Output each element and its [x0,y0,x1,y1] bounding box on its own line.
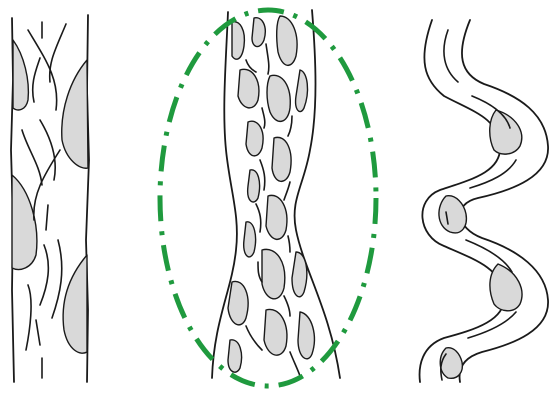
meander-point-bar-4 [440,348,462,379]
point-bar-1 [13,40,28,110]
meander-left-bank [420,20,505,382]
panel-braided-channel [160,10,376,386]
braided-left-bank [212,12,237,378]
braid-bar-10 [266,195,287,239]
panel-straight-channel [11,15,89,382]
meander-point-bar-2 [439,196,466,233]
braid-bar-17 [228,340,242,372]
braid-bar-11 [244,222,256,257]
meander-right-bank [460,20,549,382]
braid-bar-12 [262,249,285,298]
channel-line-b [22,24,66,350]
braid-bar-2 [252,18,265,47]
point-bar-2 [62,60,88,168]
braid-bar-6 [296,70,308,112]
braid-bar-1 [232,22,244,59]
braid-bar-13 [292,252,307,297]
channel-line-a [28,30,62,318]
point-bar-3 [12,175,37,269]
braid-bar-14 [228,281,248,324]
braid-bar-15 [264,309,287,355]
braid-bar-5 [267,75,290,121]
braid-bar-8 [272,137,291,181]
braid-bar-16 [298,312,314,359]
point-bar-4 [63,255,87,353]
braid-bar-9 [248,170,260,202]
meander-point-bar-3 [490,264,522,311]
braid-bar-3 [277,16,297,65]
braid-bar-4 [238,69,259,108]
panel-meandering-channel [420,20,549,382]
meander-point-bar-1 [490,110,522,154]
braid-bar-7 [246,121,263,156]
